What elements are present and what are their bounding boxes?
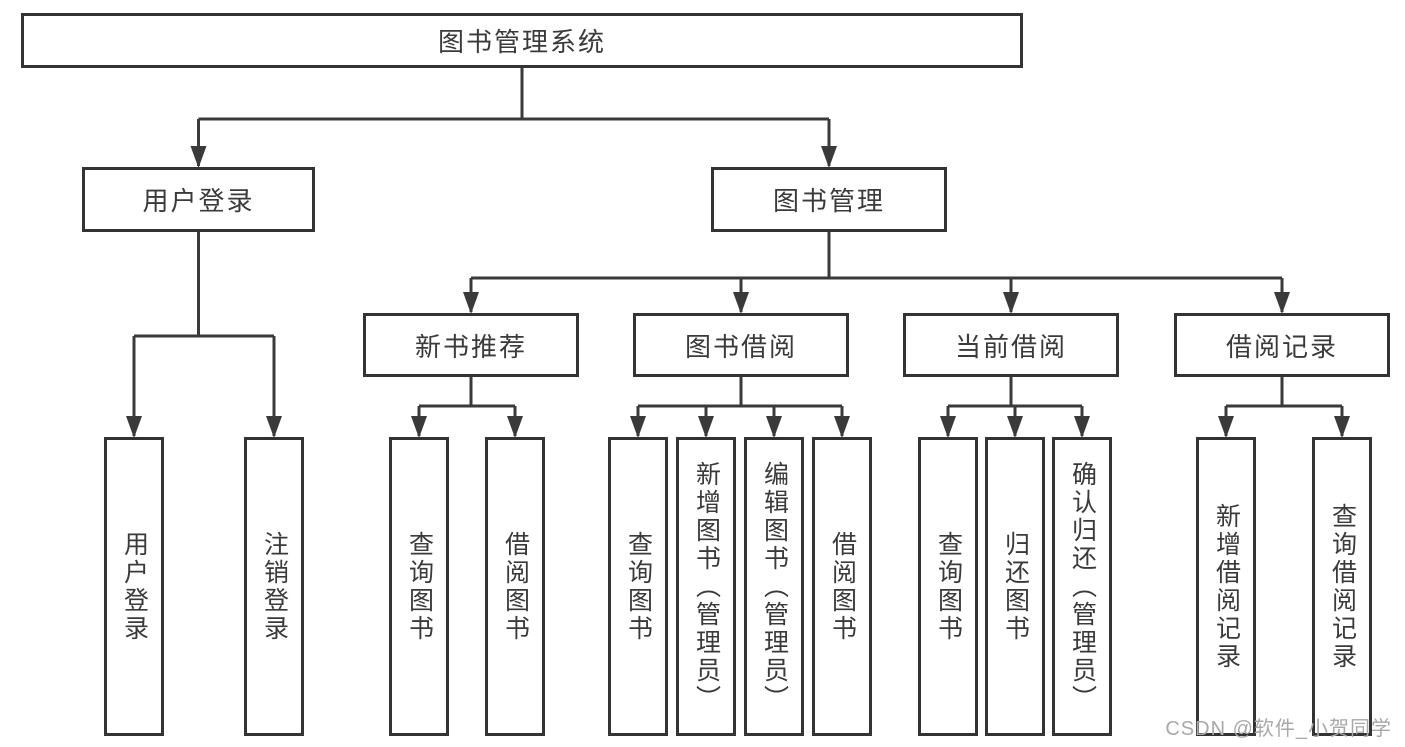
leaf-bb-query-book-label: 查询图书 bbox=[624, 530, 653, 643]
connector-root-trunk bbox=[198, 68, 829, 121]
connector-new-book-recommend-trunk bbox=[419, 377, 515, 408]
leaf-logout-label: 注销登录 bbox=[260, 530, 289, 643]
leaf-bb-borrow-book: 借阅图书 bbox=[812, 437, 872, 736]
node-book-management-label: 图书管理 bbox=[772, 186, 885, 216]
node-root-label: 图书管理系统 bbox=[437, 27, 606, 57]
leaf-br-query-record-label: 查询借阅记录 bbox=[1328, 502, 1357, 671]
leaf-user-login-label: 用户登录 bbox=[120, 530, 149, 643]
leaf-bb-query-book: 查询图书 bbox=[608, 437, 668, 736]
leaf-logout: 注销登录 bbox=[244, 437, 304, 736]
leaf-bb-borrow-book-label: 借阅图书 bbox=[828, 530, 857, 643]
node-new-book-recommend-label: 新书推荐 bbox=[414, 331, 527, 362]
leaf-cb-query-book-label: 查询图书 bbox=[934, 530, 963, 643]
connector-user-login-trunk bbox=[134, 232, 274, 338]
connector-current-borrow-trunk bbox=[948, 377, 1082, 408]
leaf-cb-confirm-return: 确认归还（管理员） bbox=[1052, 437, 1112, 736]
connector-borrow-record-trunk bbox=[1226, 377, 1342, 408]
csdn-watermark: CSDN @软件_小贺同学 bbox=[1165, 718, 1392, 740]
node-borrow-record: 借阅记录 bbox=[1174, 313, 1390, 377]
node-book-management: 图书管理 bbox=[711, 167, 947, 232]
leaf-nbr-query-book-label: 查询图书 bbox=[405, 530, 434, 643]
leaf-nbr-borrow-book: 借阅图书 bbox=[485, 437, 545, 736]
leaf-br-query-record: 查询借阅记录 bbox=[1312, 437, 1372, 736]
leaf-br-add-record-label: 新增借阅记录 bbox=[1212, 502, 1241, 671]
leaf-bb-add-book: 新增图书（管理员） bbox=[676, 437, 736, 736]
connector-book-borrow-trunk bbox=[638, 377, 842, 408]
node-borrow-record-label: 借阅记录 bbox=[1225, 331, 1338, 362]
leaf-cb-return-book-label: 归还图书 bbox=[1001, 530, 1030, 643]
leaf-nbr-query-book: 查询图书 bbox=[389, 437, 449, 736]
leaf-cb-return-book: 归还图书 bbox=[985, 437, 1045, 736]
leaf-nbr-borrow-book-label: 借阅图书 bbox=[501, 530, 530, 643]
node-book-borrow: 图书借阅 bbox=[633, 313, 849, 377]
connector-book-management-trunk bbox=[471, 232, 1282, 280]
leaf-cb-confirm-return-label: 确认归还（管理员） bbox=[1068, 460, 1097, 713]
leaf-br-add-record: 新增借阅记录 bbox=[1196, 437, 1256, 736]
leaf-bb-edit-book: 编辑图书（管理员） bbox=[744, 437, 804, 736]
node-book-borrow-label: 图书借阅 bbox=[684, 331, 797, 362]
leaf-bb-edit-book-label: 编辑图书（管理员） bbox=[760, 460, 789, 713]
leaf-bb-add-book-label: 新增图书（管理员） bbox=[692, 460, 721, 713]
node-new-book-recommend: 新书推荐 bbox=[363, 313, 579, 377]
node-current-borrow: 当前借阅 bbox=[903, 313, 1119, 377]
node-current-borrow-label: 当前借阅 bbox=[954, 331, 1067, 362]
node-user-login-label: 用户登录 bbox=[142, 186, 255, 216]
node-user-login: 用户登录 bbox=[82, 167, 315, 232]
leaf-cb-query-book: 查询图书 bbox=[918, 437, 978, 736]
node-root-system: 图书管理系统 bbox=[21, 13, 1023, 68]
leaf-user-login: 用户登录 bbox=[104, 437, 164, 736]
